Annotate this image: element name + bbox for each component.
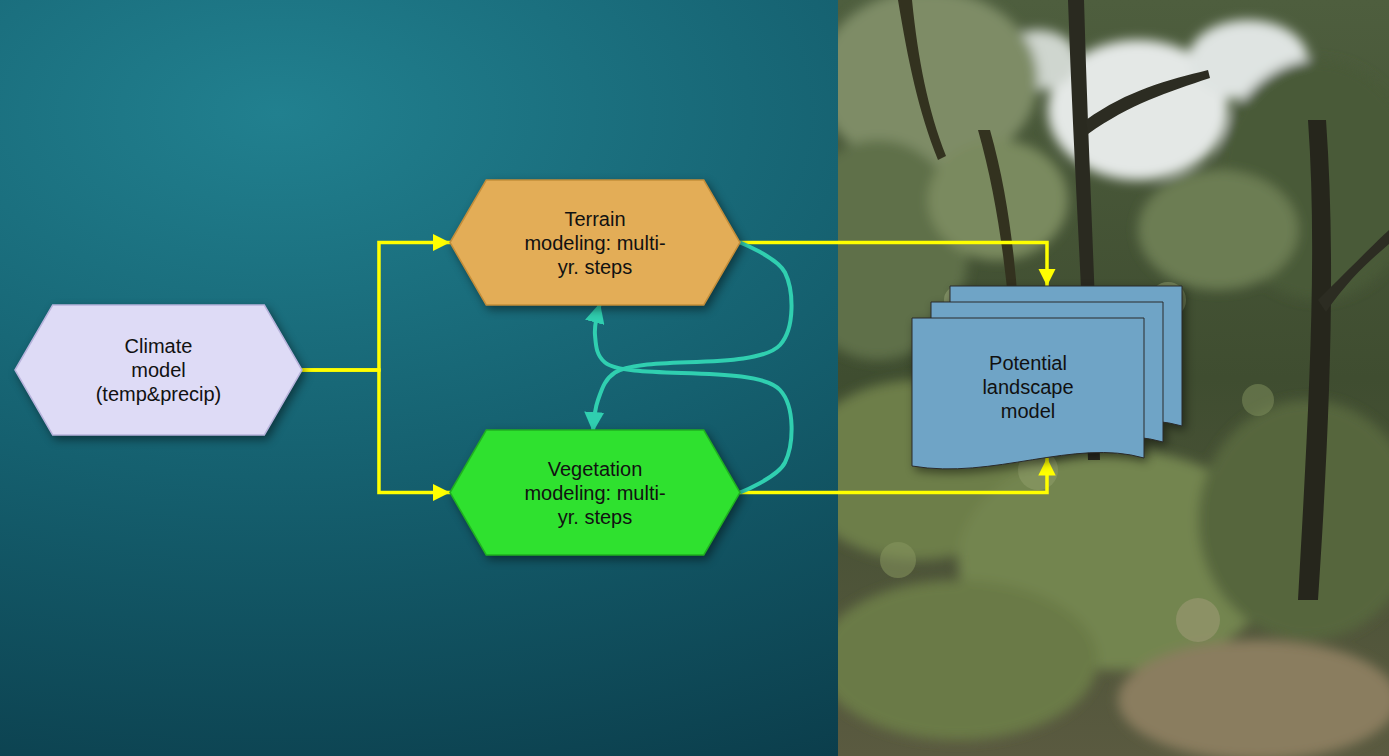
hexagon-fill: [450, 430, 740, 555]
node-label: Climate model (temp&precip): [96, 334, 222, 406]
hexagon-fill: [15, 305, 302, 435]
text-area: Terrain modeling: multi-yr. steps: [486, 180, 704, 305]
page-sheet: [912, 318, 1144, 469]
node-label: Potential landscape model: [963, 351, 1093, 423]
text-area: Potential landscape model: [912, 318, 1144, 456]
node-label: Terrain modeling: multi-yr. steps: [520, 207, 670, 279]
flow-arrow: [302, 370, 450, 493]
flow-arrow: [302, 243, 450, 371]
node-label: Vegetation modeling: multi-yr. steps: [520, 457, 670, 529]
process-hexagon: Terrain modeling: multi-yr. steps: [450, 180, 740, 305]
input-hexagon: Climate model (temp&precip): [15, 305, 302, 435]
hexagon-fill: [450, 180, 740, 305]
document-stack: Potential landscape model: [912, 286, 1182, 472]
process-hexagon: Vegetation modeling: multi-yr. steps: [450, 430, 740, 555]
text-area: Climate model (temp&precip): [53, 305, 265, 435]
text-area: Vegetation modeling: multi-yr. steps: [486, 430, 704, 555]
